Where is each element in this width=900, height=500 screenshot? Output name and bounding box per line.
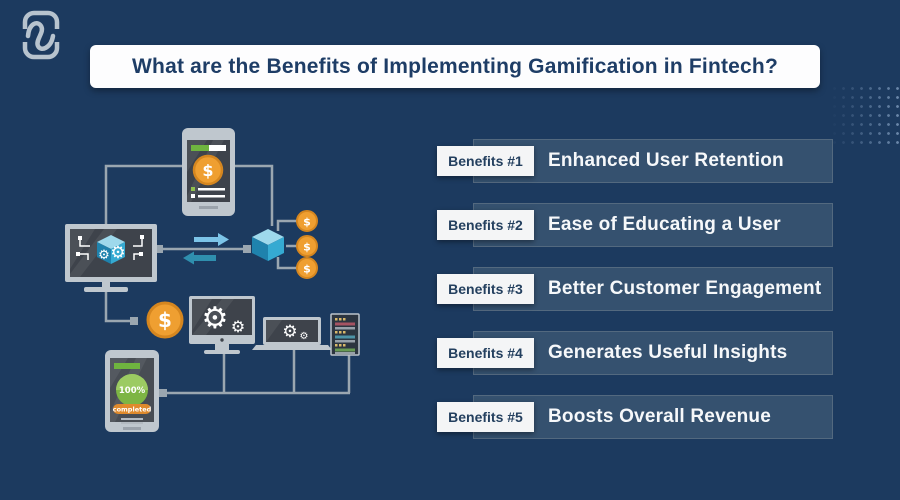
- smartphone-reward-icon: $: [182, 128, 235, 216]
- brand-logo-icon: [20, 10, 62, 60]
- gear-icon: ⚙: [98, 248, 110, 263]
- progress-status-label: completed: [113, 406, 152, 414]
- progress-phone-icon: 100% completed: [105, 350, 159, 432]
- gamification-flow-illustration: $ ⚙ ⚙ $ $: [65, 128, 360, 432]
- benefit-badge: Benefits #2: [437, 210, 534, 240]
- dollar-icon: $: [303, 263, 311, 276]
- gear-icon: ⚙: [110, 243, 125, 263]
- progress-percent-label: 100%: [119, 386, 146, 396]
- dot-grid-decoration: [830, 84, 900, 150]
- benefit-badge: Benefits #1: [437, 146, 534, 176]
- dollar-icon: $: [158, 308, 172, 332]
- gear-icon: ⚙: [202, 301, 229, 336]
- dollar-icon: $: [303, 241, 311, 254]
- blockchain-cube-icon: [252, 229, 284, 261]
- server-rack-icon: [330, 313, 360, 356]
- gear-icon: ⚙: [300, 331, 309, 342]
- coin-icon: $: [146, 301, 184, 339]
- gear-laptop-icon: ⚙ ⚙: [252, 317, 332, 350]
- transfer-arrows-icon: [183, 233, 229, 265]
- connector-lines: [104, 164, 351, 397]
- benefit-badge: Benefits #3: [437, 274, 534, 304]
- gear-icon: ⚙: [282, 322, 297, 342]
- page-title-text: What are the Benefits of Implementing Ga…: [132, 54, 778, 78]
- gear-icon: ⚙: [231, 317, 245, 336]
- analytics-monitor-icon: ⚙ ⚙: [65, 224, 157, 292]
- gear-monitor-icon: ⚙ ⚙: [189, 296, 255, 354]
- dollar-icon: $: [202, 161, 213, 180]
- benefit-badge: Benefits #5: [437, 402, 534, 432]
- benefit-badge: Benefits #4: [437, 338, 534, 368]
- dollar-icon: $: [303, 216, 311, 229]
- page-title: What are the Benefits of Implementing Ga…: [90, 45, 820, 88]
- coin-stack: $ $ $: [296, 210, 318, 279]
